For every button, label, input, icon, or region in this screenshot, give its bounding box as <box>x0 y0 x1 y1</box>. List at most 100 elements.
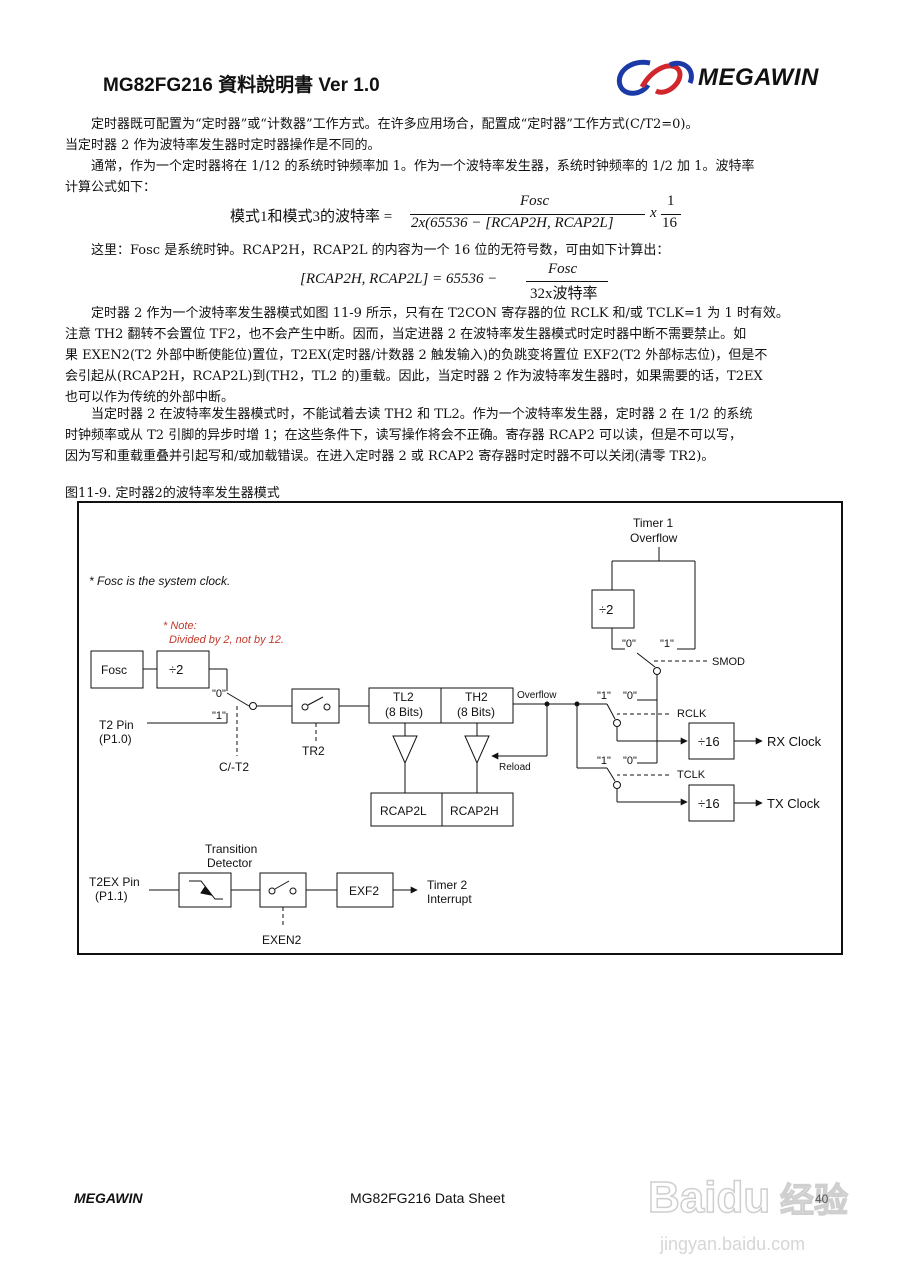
label-tr2: TR2 <box>302 744 325 758</box>
div16-tx-label: ÷16 <box>698 796 720 811</box>
label-reload: Reload <box>499 762 531 773</box>
divide-by-2-box-timer1 <box>591 589 635 629</box>
switch-smod <box>636 652 656 668</box>
switch-exen2 <box>274 880 290 890</box>
text-line: 注意 TH2 翻转不会置位 TF2，也不会产生中断。因而，当定进器 2 在波特率… <box>65 327 747 342</box>
text-line: 果 EXEN2(T2 外部中断使能位)置位，T2EX(定时器/计数器 2 触发输… <box>65 348 768 363</box>
baud-rate-generator-diagram: Timer 1 Overflow ÷2 "0" "1" SMOD * Fosc … <box>77 501 843 955</box>
note-text: Divided by 2, not by 12. <box>169 634 284 646</box>
switch-tclk <box>606 767 616 782</box>
text-line: 也可以作为传统的外部中断。 <box>65 390 235 405</box>
tl2-bits: (8 Bits) <box>385 705 423 719</box>
fraction-bar <box>661 214 681 215</box>
formula-denominator: 2x(65536 − [RCAP2H, RCAP2L] <box>411 215 614 231</box>
div2-timer1-label: ÷2 <box>599 602 613 617</box>
th2-bits: (8 Bits) <box>457 705 495 719</box>
text-line: 定时器 2 作为一个波特率发生器模式如图 11-9 所示，只有在 T2CON 寄… <box>91 306 789 321</box>
label-t2expin-port: (P1.1) <box>95 889 128 903</box>
switch-tr2 <box>307 696 324 706</box>
sel-0-rclk: "0" <box>623 690 637 702</box>
text-line: 因为写和重载重叠并引起写和/或加载错误。在进入定时器 2 或 RCAP2 寄存器… <box>65 449 715 464</box>
label-exen2: EXEN2 <box>262 933 302 947</box>
formula-baud-rate: 模式1和模式3的波特率 = Fosc 2x(65536 − [RCAP2H, R… <box>230 192 690 240</box>
rcap2h-label: RCAP2H <box>450 804 499 818</box>
label-transition: Transition <box>205 842 257 856</box>
th2-reload-buffer <box>464 735 490 765</box>
text-line: 通常，作为一个定时器将在 1/12 的系统时钟频率加 1。作为一个波特率发生器，… <box>91 159 755 174</box>
paragraph-4: 定时器 2 作为一个波特率发生器模式如图 11-9 所示，只有在 T2CON 寄… <box>65 303 847 408</box>
formula-frac2-numerator: 1 <box>667 193 675 209</box>
megawin-logo-icon <box>616 59 694 96</box>
paragraph-1: 定时器既可配置为“定时器”或“计数器”工作方式。在许多应用场合，配置成“定时器”… <box>65 114 847 156</box>
exen2-switch-box <box>259 872 307 908</box>
svg-text:Baidu: Baidu <box>648 1173 770 1222</box>
formula-lhs: 模式1和模式3的波特率 = <box>230 209 393 225</box>
figure-frame <box>77 501 843 955</box>
text-line: 会引起从(RCAP2H，RCAP2L)到(TH2，TL2 的)重载。因此，当定时… <box>65 369 763 384</box>
brand-name: MEGAWIN <box>698 64 819 91</box>
sel-1-smod: "1" <box>660 638 674 650</box>
sel-0-ct2: "0" <box>212 688 226 700</box>
label-t2pin: T2 Pin <box>99 718 134 732</box>
label-timer1: Timer 1 <box>633 516 674 530</box>
page-number: 40 <box>815 1192 829 1206</box>
baidu-jingyan-watermark: Baidu 经验 jingyan.baidu.com <box>647 1172 848 1254</box>
sel-0-smod: "0" <box>622 638 636 650</box>
formula-denominator: 32x波特率 <box>530 286 598 302</box>
note-title: * Note: <box>163 620 197 632</box>
label-timer2: Timer 2 <box>427 878 468 892</box>
div16-rx-label: ÷16 <box>698 734 720 749</box>
footer-doc-title: MG82FG216 Data Sheet <box>350 1190 505 1206</box>
label-overflow-top: Overflow <box>630 531 678 545</box>
svg-text:jingyan.baidu.com: jingyan.baidu.com <box>659 1234 805 1254</box>
formula-reload-value: [RCAP2H, RCAP2L] = 65536 − Fosc 32x波特率 <box>300 261 630 305</box>
fosc-label: Fosc <box>101 663 127 677</box>
label-t2pin-port: (P1.0) <box>99 732 132 746</box>
label-smod: SMOD <box>712 656 745 668</box>
text-line: 当定时器 2 作为波特率发生器时定时器操作是不同的。 <box>65 138 381 153</box>
fraction-bar <box>526 281 608 282</box>
label-tx-clock: TX Clock <box>767 796 820 811</box>
label-rx-clock: RX Clock <box>767 734 822 749</box>
paragraph-5: 当定时器 2 在波特率发生器模式时，不能试着去读 TH2 和 TL2。作为一个波… <box>65 404 847 467</box>
text-line: 当定时器 2 在波特率发生器模式时，不能试着去读 TH2 和 TL2。作为一个波… <box>91 407 753 422</box>
div2-label: ÷2 <box>169 662 183 677</box>
text-line: 时钟频率或从 T2 引脚的异步时增 1；在这些条件下，读写操作将会不正确。寄存器… <box>65 428 743 443</box>
exf2-label: EXF2 <box>349 884 379 898</box>
switch-ct2 <box>226 692 250 707</box>
fosc-note: * Fosc is the system clock. <box>89 574 230 588</box>
tl2-reload-buffer <box>392 735 418 765</box>
fraction-bar <box>410 214 645 215</box>
sel-1-ct2: "1" <box>212 710 226 722</box>
svg-text:经验: 经验 <box>780 1181 848 1220</box>
figure-caption: 图11-9. 定时器2的波特率发生器模式 <box>65 486 280 501</box>
sel-1-rclk: "1" <box>597 690 611 702</box>
document-title: MG82FG216 資料說明書 Ver 1.0 <box>103 75 380 96</box>
formula-numerator: Fosc <box>520 193 550 209</box>
label-t2expin: T2EX Pin <box>89 875 140 889</box>
formula-lhs: [RCAP2H, RCAP2L] = 65536 − <box>300 271 498 287</box>
formula-frac2-denominator: 16 <box>662 215 677 231</box>
paragraph-2: 通常，作为一个定时器将在 1/12 的系统时钟频率加 1。作为一个波特率发生器，… <box>65 156 847 198</box>
formula-mult: x <box>650 205 657 221</box>
rcap2h-register <box>441 792 514 827</box>
tr2-switch-box <box>291 688 340 724</box>
formula-numerator: Fosc <box>548 261 578 277</box>
switch-rclk <box>606 703 616 720</box>
th2-label: TH2 <box>465 690 488 704</box>
label-rclk: RCLK <box>677 708 707 720</box>
text-line: 定时器既可配置为“定时器”或“计数器”工作方式。在许多应用场合，配置成“定时器”… <box>91 117 699 132</box>
label-detector: Detector <box>207 856 252 870</box>
text-line: 这里：Fosc 是系统时钟。RCAP2H，RCAP2L 的内容为一个 16 位的… <box>91 243 670 258</box>
label-ct2: C/-T2 <box>219 760 249 774</box>
label-interrupt: Interrupt <box>427 892 472 906</box>
rcap2l-label: RCAP2L <box>380 804 427 818</box>
text-line: 计算公式如下： <box>65 180 157 195</box>
tl2-label: TL2 <box>393 690 414 704</box>
sel-0-tclk: "0" <box>623 755 637 767</box>
sel-1-tclk: "1" <box>597 755 611 767</box>
label-tclk: TCLK <box>677 769 706 781</box>
footer-brand: MEGAWIN <box>74 1190 143 1206</box>
paragraph-3: 这里：Fosc 是系统时钟。RCAP2H，RCAP2L 的内容为一个 16 位的… <box>65 240 847 261</box>
label-overflow: Overflow <box>517 690 557 701</box>
